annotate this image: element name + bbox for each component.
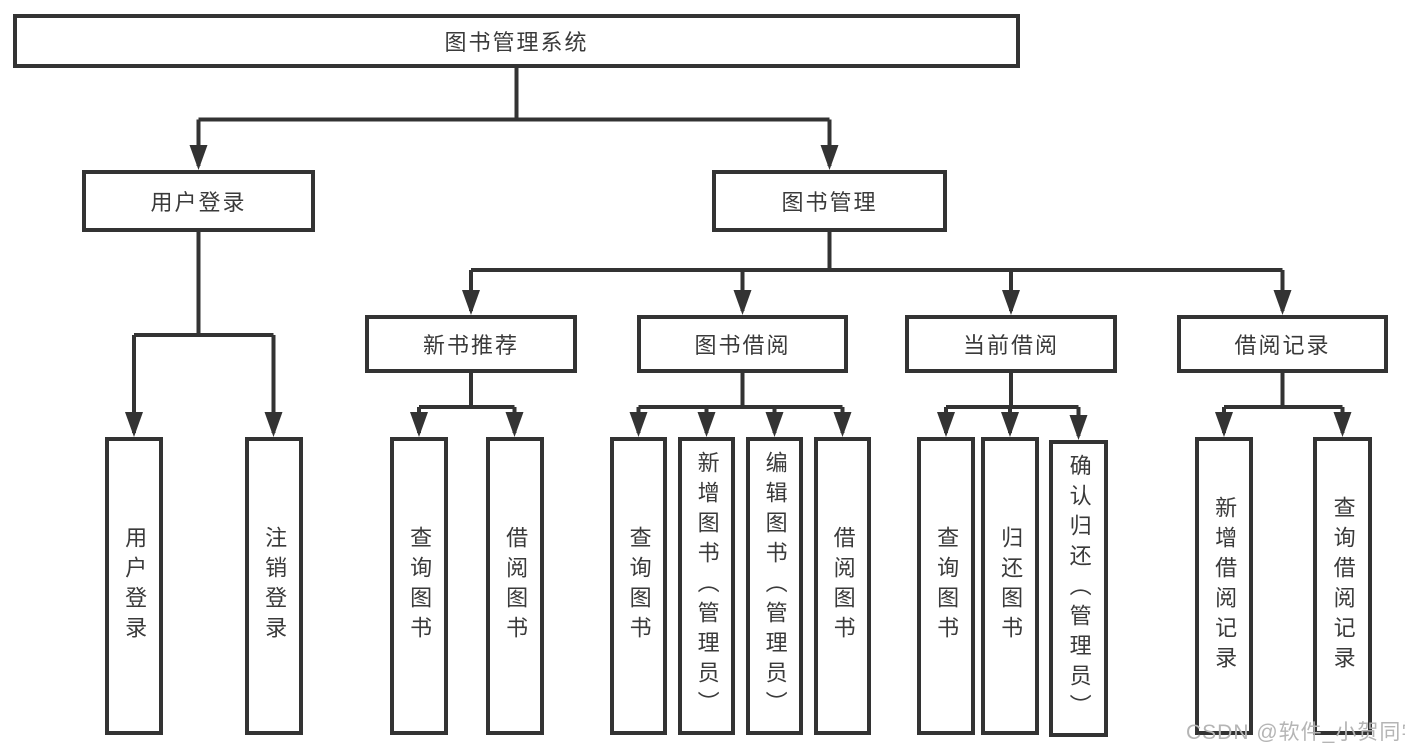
leaf-recommend-query-books: 查询图书 <box>390 437 448 735</box>
leaf-user-login-label: 用户登录 <box>122 526 148 646</box>
leaf-current-query-books: 查询图书 <box>917 437 975 735</box>
leaf-borrow-add-books-admin: 新增图书（管理员） <box>678 437 735 735</box>
leaf-record-add-borrow-record-label: 新增借阅记录 <box>1212 496 1238 676</box>
watermark: CSDN @软件_小贺同学 <box>1186 721 1405 744</box>
leaf-recommend-borrow-books: 借阅图书 <box>486 437 544 735</box>
node-new-book-recommend: 新书推荐 <box>365 315 577 373</box>
node-current-borrow: 当前借阅 <box>905 315 1117 373</box>
leaf-record-query-borrow-record-label: 查询借阅记录 <box>1330 496 1356 676</box>
leaf-borrow-edit-books-admin: 编辑图书（管理员） <box>746 437 803 735</box>
leaf-current-return-books: 归还图书 <box>981 437 1039 735</box>
leaf-logout-label: 注销登录 <box>262 526 288 646</box>
node-root-system: 图书管理系统 <box>13 14 1020 68</box>
leaf-borrow-borrow-books-label: 借阅图书 <box>830 526 856 646</box>
leaf-borrow-edit-books-admin-label: 编辑图书（管理员） <box>762 451 788 721</box>
leaf-record-add-borrow-record: 新增借阅记录 <box>1195 437 1253 735</box>
node-book-borrow: 图书借阅 <box>637 315 848 373</box>
leaf-user-login: 用户登录 <box>105 437 163 735</box>
leaf-current-query-books-label: 查询图书 <box>934 526 960 646</box>
leaf-record-query-borrow-record: 查询借阅记录 <box>1313 437 1372 735</box>
leaf-current-confirm-return-admin: 确认归还（管理员） <box>1049 440 1108 737</box>
leaf-borrow-query-books: 查询图书 <box>610 437 667 735</box>
leaf-logout: 注销登录 <box>245 437 303 735</box>
leaf-borrow-borrow-books: 借阅图书 <box>814 437 871 735</box>
node-book-management: 图书管理 <box>712 170 947 232</box>
leaf-borrow-query-books-label: 查询图书 <box>626 526 652 646</box>
leaf-current-confirm-return-admin-label: 确认归还（管理员） <box>1066 453 1092 724</box>
leaf-borrow-add-books-admin-label: 新增图书（管理员） <box>694 451 720 721</box>
leaf-recommend-borrow-books-label: 借阅图书 <box>503 526 529 646</box>
leaf-current-return-books-label: 归还图书 <box>998 526 1024 646</box>
node-borrow-record: 借阅记录 <box>1177 315 1388 373</box>
leaf-recommend-query-books-label: 查询图书 <box>407 526 433 646</box>
node-user-login: 用户登录 <box>82 170 315 232</box>
